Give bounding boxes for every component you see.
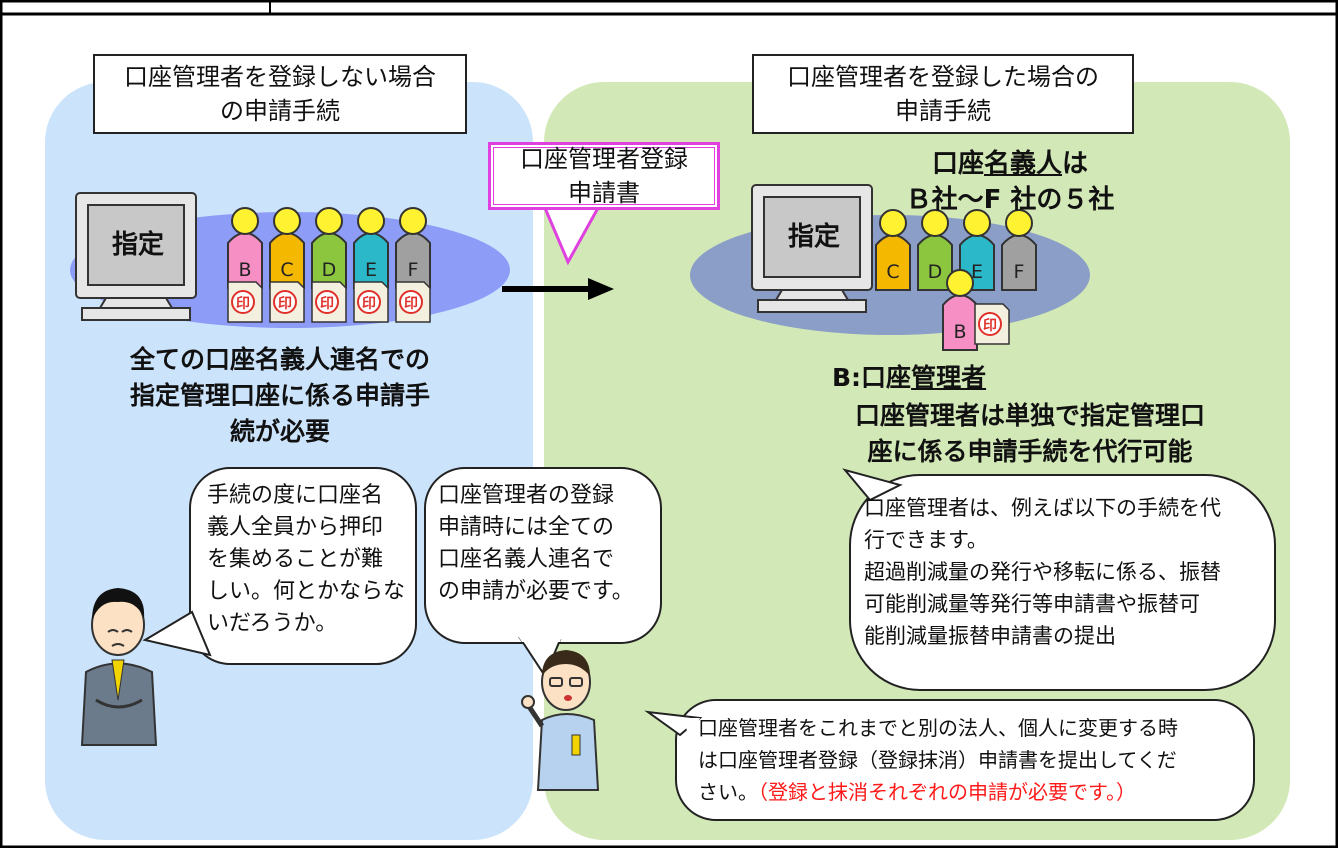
person-icon-d: D (311, 207, 347, 289)
person-letter: F (1014, 261, 1025, 283)
left-bubble-shape (189, 467, 417, 665)
left-monitor-label: 指定 (111, 230, 164, 260)
seal-character: 印 (983, 317, 997, 334)
center-bubble-line: の申請が必要です。 (438, 579, 634, 604)
right-bubble-line: 能削減量振替申請書の提出 (864, 624, 1116, 648)
center-bubble-text: 口座管理者の登録 申請時には全ての 口座名義人連名で の申請が必要です。 (438, 480, 658, 608)
right-bubble-shape (849, 474, 1276, 691)
manager-label: B:口座管理者 (832, 360, 1032, 396)
right-caption-line1: 口座管理者は単独で指定管理口 (854, 401, 1205, 430)
person-icon-b: B (227, 207, 263, 289)
right-caption-line2: 座に係る申請手続を代行可能 (867, 437, 1193, 466)
worried-businessman-icon (80, 588, 158, 746)
right-bubble-tail (842, 468, 903, 502)
person-letter: E (971, 261, 983, 283)
left-bubble-line: 手続の度に口座名 (207, 483, 384, 508)
left-title-line2: の申請手続 (220, 97, 340, 125)
right-monitor-icon (751, 184, 873, 313)
left-bubble-line: 義人全員から押印 (207, 515, 384, 540)
form-line2: 申請書 (568, 179, 640, 207)
change-line1: 口座管理者をこれまでと別の法人、個人に変更する時 (698, 716, 1178, 740)
person-icon-f: F (1001, 209, 1037, 291)
left-bubble-tail-cover (196, 614, 230, 652)
change-bubble-shape (675, 699, 1255, 821)
seal-document-icon: 印 (227, 281, 263, 323)
person-icon-c: C (875, 209, 911, 291)
change-line3-black: さい。 (698, 780, 758, 804)
center-bubble-line: 口座名義人連名で (438, 547, 615, 572)
seal-document-icon: 印 (311, 281, 347, 323)
change-bubble-tail-cover (682, 718, 700, 738)
right-bubble-line: 可能削減量等発行等申請書や振替可 (864, 592, 1200, 616)
left-bubble-line: いだろうか。 (207, 611, 338, 636)
left-title-box: 口座管理者を登録しない場合 の申請手続 (93, 54, 467, 134)
seal-character: 印 (278, 295, 292, 312)
left-bubble-tail (142, 610, 212, 657)
person-icon-c: C (269, 207, 305, 289)
left-title-line1: 口座管理者を登録しない場合 (124, 63, 436, 91)
left-caption-line3: 続が必要 (229, 417, 330, 446)
left-bubble-line: を集めることが難 (207, 547, 384, 572)
seal-character: 印 (362, 295, 376, 312)
left-caption: 全ての口座名義人連名での 指定管理口座に係る申請手 続が必要 (60, 342, 500, 450)
change-line3-red: （登録と抹消それぞれの申請が必要です。） (758, 780, 1136, 804)
left-bubble-text: 手続の度に口座名 義人全員から押印 を集めることが難 しい。何とかならな いだろ… (207, 480, 412, 640)
holders-heading: 口座名義人は Ｂ社～F 社の５社 (860, 146, 1160, 218)
right-bubble-text: 口座管理者は、例えば以下の手続を代 行できます。 超過削減量の発行や移転に係る、… (864, 492, 1264, 652)
center-bubble-tail-cover (518, 636, 562, 642)
left-caption-line1: 全ての口座名義人連名での (129, 345, 430, 374)
person-icon-f: F (395, 207, 431, 289)
holders-prefix: 口座 (931, 149, 984, 179)
right-title-box: 口座管理者を登録した場合の 申請手続 (752, 54, 1134, 134)
right-title-line1: 口座管理者を登録した場合の (787, 63, 1099, 91)
right-bubble-line: 口座管理者は、例えば以下の手続を代 (864, 496, 1221, 520)
person-letter: B (953, 321, 966, 343)
seal-document-icon: 印 (395, 281, 431, 323)
glasses-man-pointing-icon (521, 650, 600, 791)
seal-character: 印 (404, 295, 418, 312)
person-letter: D (928, 261, 943, 283)
manager-prefix: B:口座 (832, 363, 912, 392)
change-bubble-text: 口座管理者をこれまでと別の法人、個人に変更する時 は口座管理者登録（登録抹消）申… (698, 712, 1250, 808)
registration-form-callout: 口座管理者登録 申請書 (488, 142, 720, 210)
right-people-group: C D E F (875, 209, 1037, 291)
holders-underlined: 名義人 (983, 149, 1062, 179)
holders-suffix: は (1062, 149, 1089, 179)
seal-character: 印 (320, 295, 334, 312)
right-bubble-line: 行できます。 (864, 528, 988, 552)
center-bubble-line: 口座管理者の登録 (438, 483, 615, 508)
right-monitor-label: 指定 (787, 222, 840, 252)
person-letter: F (408, 259, 419, 281)
person-icon-e: E (353, 207, 389, 289)
person-icon-d: D (917, 209, 953, 291)
person-letter: D (322, 259, 337, 281)
person-letter: B (238, 259, 251, 281)
person-icon-b: B (942, 269, 978, 351)
person-letter: E (365, 259, 377, 281)
form-line1: 口座管理者登録 (520, 145, 688, 173)
holders-line2: Ｂ社～F 社の５社 (905, 185, 1115, 215)
right-arrow-icon (502, 278, 614, 300)
right-caption: 口座管理者は単独で指定管理口 座に係る申請手続を代行可能 (820, 398, 1240, 470)
change-line2: は口座管理者登録（登録抹消）申請書を提出してくだ (698, 748, 1177, 772)
person-letter: C (280, 259, 293, 281)
left-monitor-icon (75, 192, 197, 321)
seal-document-icon: 印 (974, 303, 1010, 345)
center-bubble-line: 申請時には全ての (438, 515, 615, 540)
person-letter: C (886, 261, 899, 283)
seal-document-icon: 印 (269, 281, 305, 323)
right-title-line2: 申請手続 (895, 97, 991, 125)
left-caption-line2: 指定管理口座に係る申請手 (129, 381, 430, 410)
manager-underlined: 管理者 (911, 363, 987, 392)
left-bubble-line: しい。何とかならな (207, 579, 406, 604)
right-bubble-line: 超過削減量の発行や移転に係る、振替 (864, 560, 1221, 584)
seal-document-icon: 印 (353, 281, 389, 323)
seal-character: 印 (236, 295, 250, 312)
